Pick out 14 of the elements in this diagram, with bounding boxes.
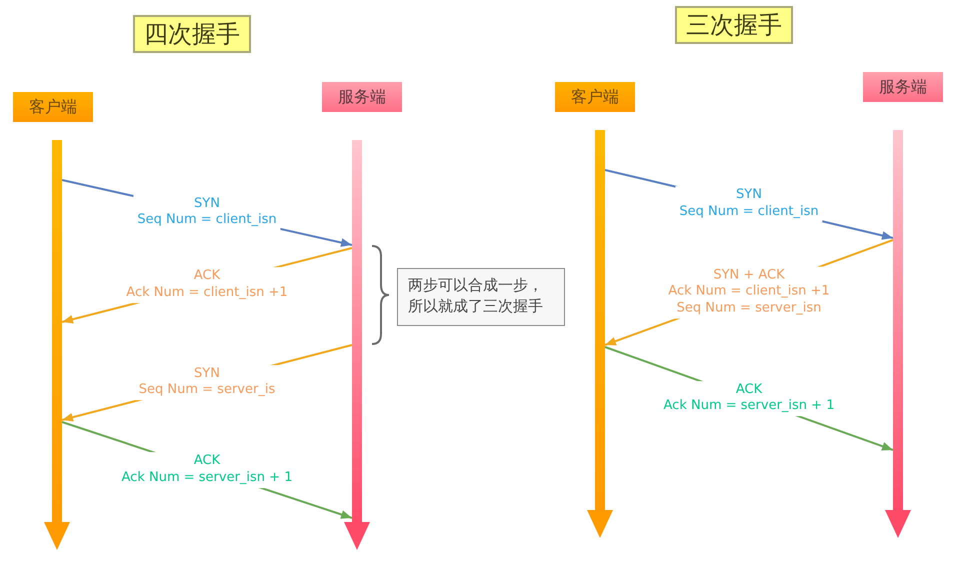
lifeline-arrow <box>44 140 70 550</box>
participant-header: 服务端 <box>322 82 402 112</box>
participant-header: 客户端 <box>13 92 93 122</box>
title-banner: 三次握手 <box>675 6 793 44</box>
edge-label: SYN Seq Num = client_isn <box>133 194 281 230</box>
edge-label: SYN Seq Num = server_is <box>134 364 280 400</box>
lifeline-arrow <box>344 140 370 550</box>
edge-label: SYN Seq Num = client_isn <box>675 186 823 222</box>
participant-header: 服务端 <box>863 72 943 102</box>
participant-header: 客户端 <box>555 82 635 112</box>
lifeline-arrow <box>587 130 613 538</box>
title-banner: 四次握手 <box>133 15 251 53</box>
lifeline-arrow <box>885 130 911 538</box>
note-box: 两步可以合成一步，所以就成了三次握手 <box>397 268 565 326</box>
